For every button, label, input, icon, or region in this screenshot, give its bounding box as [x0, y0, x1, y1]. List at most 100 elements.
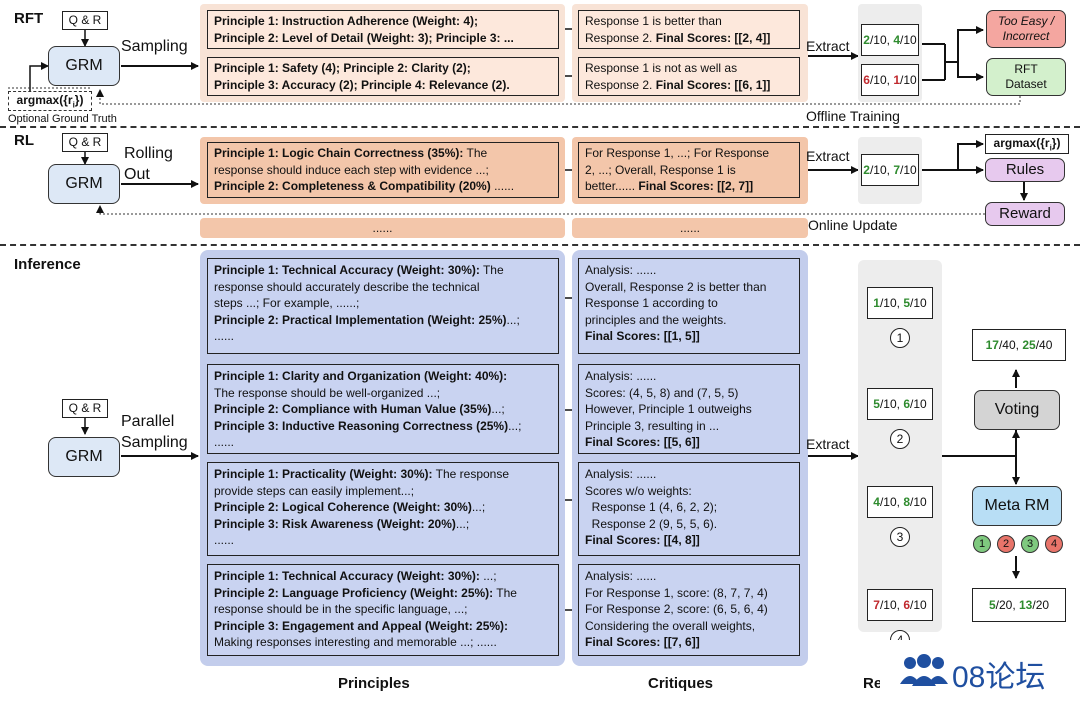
score-value: 6 — [863, 73, 870, 87]
score-denominator: /10 — [910, 495, 927, 509]
inference-principle-text: ...... — [214, 533, 235, 547]
argmax-subscript: i — [72, 100, 75, 110]
score-value: 5 — [903, 296, 911, 310]
inference-score-box-3: 4/10, 8/10 — [867, 486, 933, 518]
inference-principle-text: Principle 3: Risk Awareness (Weight: 20%… — [214, 516, 456, 531]
score-denominator: /10 — [910, 598, 927, 612]
extract-label-rft: Extract — [806, 38, 850, 54]
score-denominator: /10 — [879, 397, 897, 411]
inference-principle-text: ...; — [455, 516, 470, 531]
offline-training-label: Offline Training — [806, 108, 900, 124]
rft-principle-line: Principle 1: Instruction Adherence (Weig… — [214, 14, 479, 28]
inference-critique-text: Final Scores: [[7, 6]] — [585, 635, 700, 649]
inference-principle-text: ...; — [479, 569, 497, 583]
score-value: 6 — [903, 598, 911, 612]
inference-critique-text: Principle 3, resulting in ... — [585, 418, 720, 433]
score-denominator: /10 — [900, 33, 917, 47]
score-denominator: /10 — [910, 397, 927, 411]
inference-critique-text: For Response 1, score: (8, 7, 7, 4) — [585, 585, 768, 600]
score-value: 4 — [893, 33, 901, 47]
inference-critique-text: However, Principle 1 outweighs — [585, 402, 752, 416]
score-value: 8 — [903, 495, 911, 509]
grm-box-rl: GRM — [48, 164, 120, 204]
score-value: 7 — [873, 598, 880, 612]
grm-box-rft: GRM — [48, 46, 120, 86]
inference-critique-text: Considering the overall weights, — [585, 618, 756, 633]
rl-principle-text: ...... — [490, 179, 515, 193]
parallel-label: Parallel — [121, 413, 175, 430]
people-icon — [900, 654, 948, 686]
rft-critique-line: Response 1 is better than — [585, 14, 722, 28]
inference-principle-text: The — [493, 585, 517, 600]
section-label-rft: RFT — [14, 10, 44, 27]
inference-principle-text: ...; — [508, 418, 522, 433]
argmax-box-rl: argmax({ri}) — [985, 134, 1069, 154]
ellipsis: ...... — [679, 221, 700, 235]
argmax-box-rft: argmax({ri}) — [8, 91, 92, 111]
sample-index-circle: 1 — [890, 328, 910, 348]
inference-principle-box-1: Principle 1: Technical Accuracy (Weight:… — [207, 258, 559, 354]
inference-principle-box-4: Principle 1: Technical Accuracy (Weight:… — [207, 564, 559, 656]
rft-critique-box-2: Response 1 is not as well as Response 2.… — [578, 57, 800, 96]
sample-index-circle: 3 — [890, 527, 910, 547]
ellipsis: ...... — [372, 221, 393, 235]
score-denominator: /10 — [879, 598, 897, 612]
vote-sep: /40, — [998, 338, 1023, 352]
inference-principle-box-3: Principle 1: Practicality (Weight: 30%):… — [207, 462, 559, 556]
score-value: 5 — [873, 397, 880, 411]
rft-score-box-2: 6/10, 1/10 — [861, 64, 919, 96]
principles-title: Principles — [338, 675, 410, 692]
score-value: 2 — [863, 33, 870, 47]
inference-principle-text: steps ...; For example, ......; — [214, 296, 360, 310]
inference-principle-text: response should be in the specific langu… — [214, 602, 468, 616]
reward-box: Reward — [985, 202, 1065, 226]
rft-principle-box-2: Principle 1: Safety (4); Principle 2: Cl… — [207, 57, 559, 96]
inference-principle-text: Principle 2: Language Proficiency (Weigh… — [214, 585, 494, 600]
inference-critique-text: Final Scores: [[5, 6]] — [585, 435, 700, 449]
score-denominator: /10 — [910, 296, 927, 310]
inference-critique-text: Overall, Response 2 is better than — [585, 279, 767, 294]
rft-critique-line: Response 2. — [585, 30, 656, 45]
inference-critique-text: Analysis: ...... — [585, 263, 657, 277]
inference-principle-text: Principle 2: Compliance with Human Value… — [214, 402, 492, 416]
inference-critique-box-2: Analysis: ......Scores: (4, 5, 8) and (7… — [578, 364, 800, 454]
inference-score-box-4: 7/10, 6/10 — [867, 589, 933, 621]
inference-critique-box-3: Analysis: ......Scores w/o weights: Resp… — [578, 462, 800, 556]
rewards-title: Re — [863, 675, 883, 692]
inference-critique-text: principles and the weights. — [585, 312, 727, 327]
inference-critique-box-4: Analysis: ...... For Response 1, score: (… — [578, 564, 800, 656]
voting-box: Voting — [974, 390, 1060, 430]
inference-principle-text: Principle 2: Logical Coherence (Weight: … — [214, 500, 472, 514]
grm-box-inference: GRM — [48, 437, 120, 477]
inference-principle-text: Principle 2: Practical Implementation (W… — [214, 312, 507, 327]
rl-principle-box: Principle 1: Logic Chain Correctness (35… — [207, 142, 559, 198]
inference-principle-text: ...; — [471, 500, 486, 514]
score-value: 1 — [873, 296, 880, 310]
rft-critique-line: Response 1 is not as well as — [585, 61, 738, 75]
rft-principle-line: Principle 3: Accuracy (2); Principle 4: … — [214, 77, 510, 92]
rl-critique-box: For Response 1, ...; For Response 2, ...… — [578, 142, 800, 198]
meta-rm-box: Meta RM — [972, 486, 1062, 526]
inference-critique-text: Final Scores: [[1, 5]] — [585, 329, 700, 343]
rl-critique-line: 2, ...; Overall, Response 1 is — [585, 162, 736, 177]
rft-critique-box-1: Response 1 is better than Response 2. Fi… — [578, 10, 800, 49]
inference-critique-text: Response 1 according to — [585, 296, 718, 310]
argmax-text: argmax({r — [993, 136, 1050, 150]
rl-principle-bold: Principle 2: Completeness & Compatibilit… — [214, 179, 491, 193]
meta-rm-sample-circle: 1 — [973, 535, 991, 553]
rft-critique-line: Response 2. — [585, 77, 656, 92]
section-label-inference: Inference — [14, 256, 81, 273]
out-label: Out — [124, 166, 150, 183]
divider-rl-inference — [0, 244, 1080, 246]
score-value: 4 — [873, 495, 880, 509]
inference-principle-text: ...... — [214, 435, 235, 449]
inference-critique-text: Scores: (4, 5, 8) and (7, 5, 5) — [585, 385, 739, 400]
score-value: 2 — [863, 163, 870, 177]
argmax-end: }) — [74, 93, 84, 107]
inference-critique-text: For Response 2, score: (6, 5, 6, 4) — [585, 602, 768, 616]
score-denominator: /10 — [879, 495, 897, 509]
inference-principle-box-2: Principle 1: Clarity and Organization (W… — [207, 364, 559, 454]
qr-box-rft: Q & R — [62, 11, 108, 30]
inference-critique-text: Analysis: ...... — [585, 569, 657, 583]
score-denominator: /10 — [869, 163, 887, 177]
